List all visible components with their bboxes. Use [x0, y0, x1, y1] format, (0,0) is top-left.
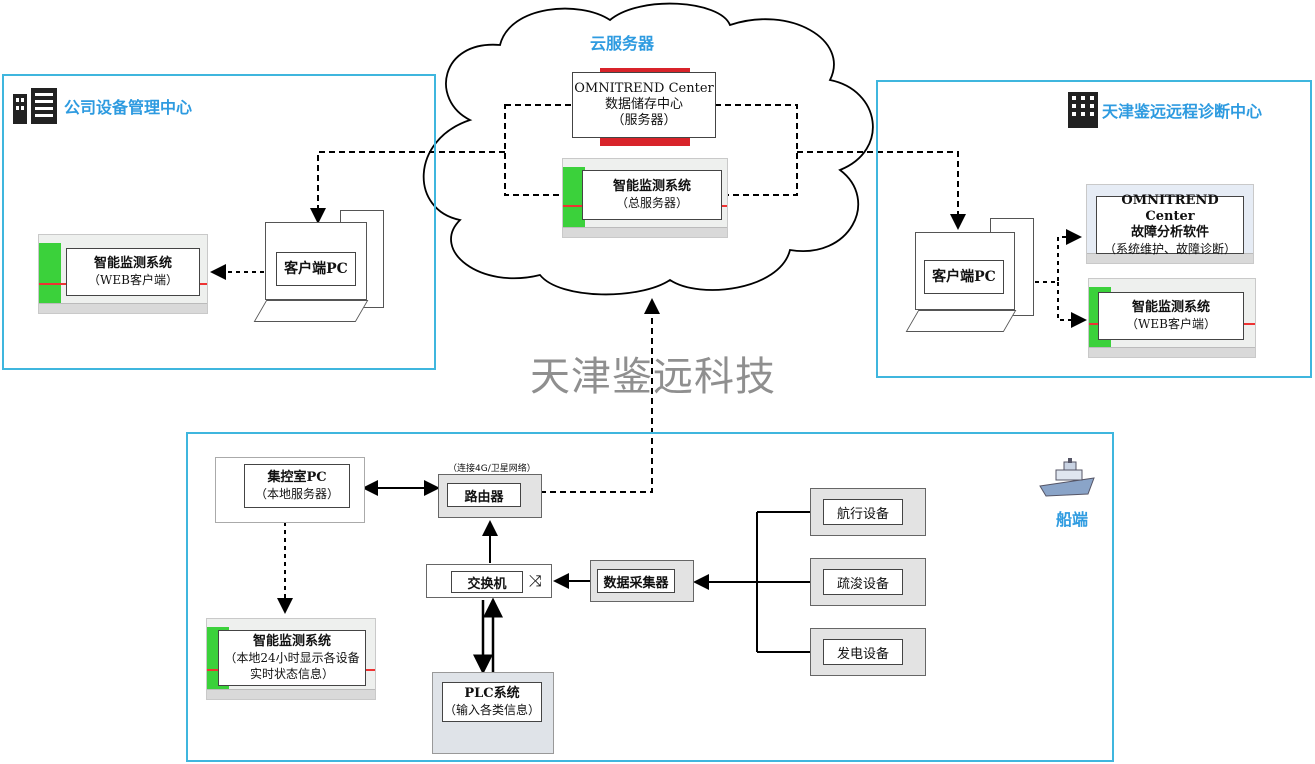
watermark: 天津鉴远科技: [530, 354, 776, 400]
building-icon: [13, 88, 57, 124]
shuffle-icon: ⤨: [529, 571, 542, 590]
equipment-item[interactable]: 航行设备: [823, 499, 903, 525]
ship-icon: [1038, 456, 1098, 498]
omnitrend-data-center[interactable]: OMNITREND Center 数据储存中心 （服务器）: [572, 72, 716, 138]
company-web-client-screen: [38, 234, 208, 314]
switch-device: 交换机 ⤨: [426, 564, 552, 598]
equipment-item[interactable]: 发电设备: [823, 639, 903, 665]
plc-system[interactable]: PLC系统 （输入各类信息）: [442, 682, 542, 722]
tianjin-client-pc[interactable]: 客户端PC: [924, 260, 1004, 294]
omnitrend-analysis-software[interactable]: OMNITREND Center 故障分析软件 （系统维护、故障诊断）: [1096, 193, 1244, 256]
router-caption: （连接4G/卫星网络）: [448, 464, 536, 474]
company-center-region: [2, 74, 436, 370]
data-collector-device: 数据采集器: [590, 560, 694, 602]
link-cloud-to-tianjin: [797, 151, 966, 230]
tianjin-center-region: [876, 80, 1312, 378]
link-router-to-cloud: [540, 298, 660, 493]
equipment-dredging: 疏浚设备: [810, 558, 926, 606]
cloud-title: 云服务器: [590, 34, 655, 53]
tianjin-center-title: 天津鉴远远程诊断中心: [1102, 102, 1263, 121]
company-pc-keyboard: [253, 300, 369, 322]
link-tianjin-pc-to-software: [1035, 229, 1082, 283]
company-web-client[interactable]: 智能监测系统 （WEB客户端）: [66, 248, 200, 296]
control-room-pc[interactable]: 集控室PC （本地服务器）: [244, 464, 350, 508]
cloud-shape: [422, 2, 874, 296]
equipment-power: 发电设备: [810, 628, 926, 676]
local-monitoring-system[interactable]: 智能监测系统 （本地24小时显示各设备 实时状态信息）: [218, 630, 366, 686]
ship-title: 船端: [1056, 510, 1089, 529]
tianjin-web-client[interactable]: 智能监测系统 （WEB客户端）: [1098, 292, 1244, 340]
router-device: 路由器: [438, 474, 542, 518]
company-center-title: 公司设备管理中心: [64, 98, 193, 117]
ship-region: [186, 432, 1114, 762]
company-client-pc[interactable]: 客户端PC: [276, 252, 356, 286]
data-collector[interactable]: 数据采集器: [597, 569, 675, 593]
building-icon: [1068, 92, 1098, 128]
equipment-navigation: 航行设备: [810, 488, 926, 536]
tianjin-pc-keyboard: [905, 310, 1017, 332]
switch[interactable]: 交换机: [451, 571, 523, 593]
router[interactable]: 路由器: [447, 483, 521, 507]
link-tianjin-pc-to-web: [1057, 282, 1087, 328]
link-cloud-to-company: [310, 151, 505, 224]
equipment-item[interactable]: 疏浚设备: [823, 569, 903, 595]
main-server-label[interactable]: 智能监测系统 （总服务器）: [582, 170, 722, 220]
